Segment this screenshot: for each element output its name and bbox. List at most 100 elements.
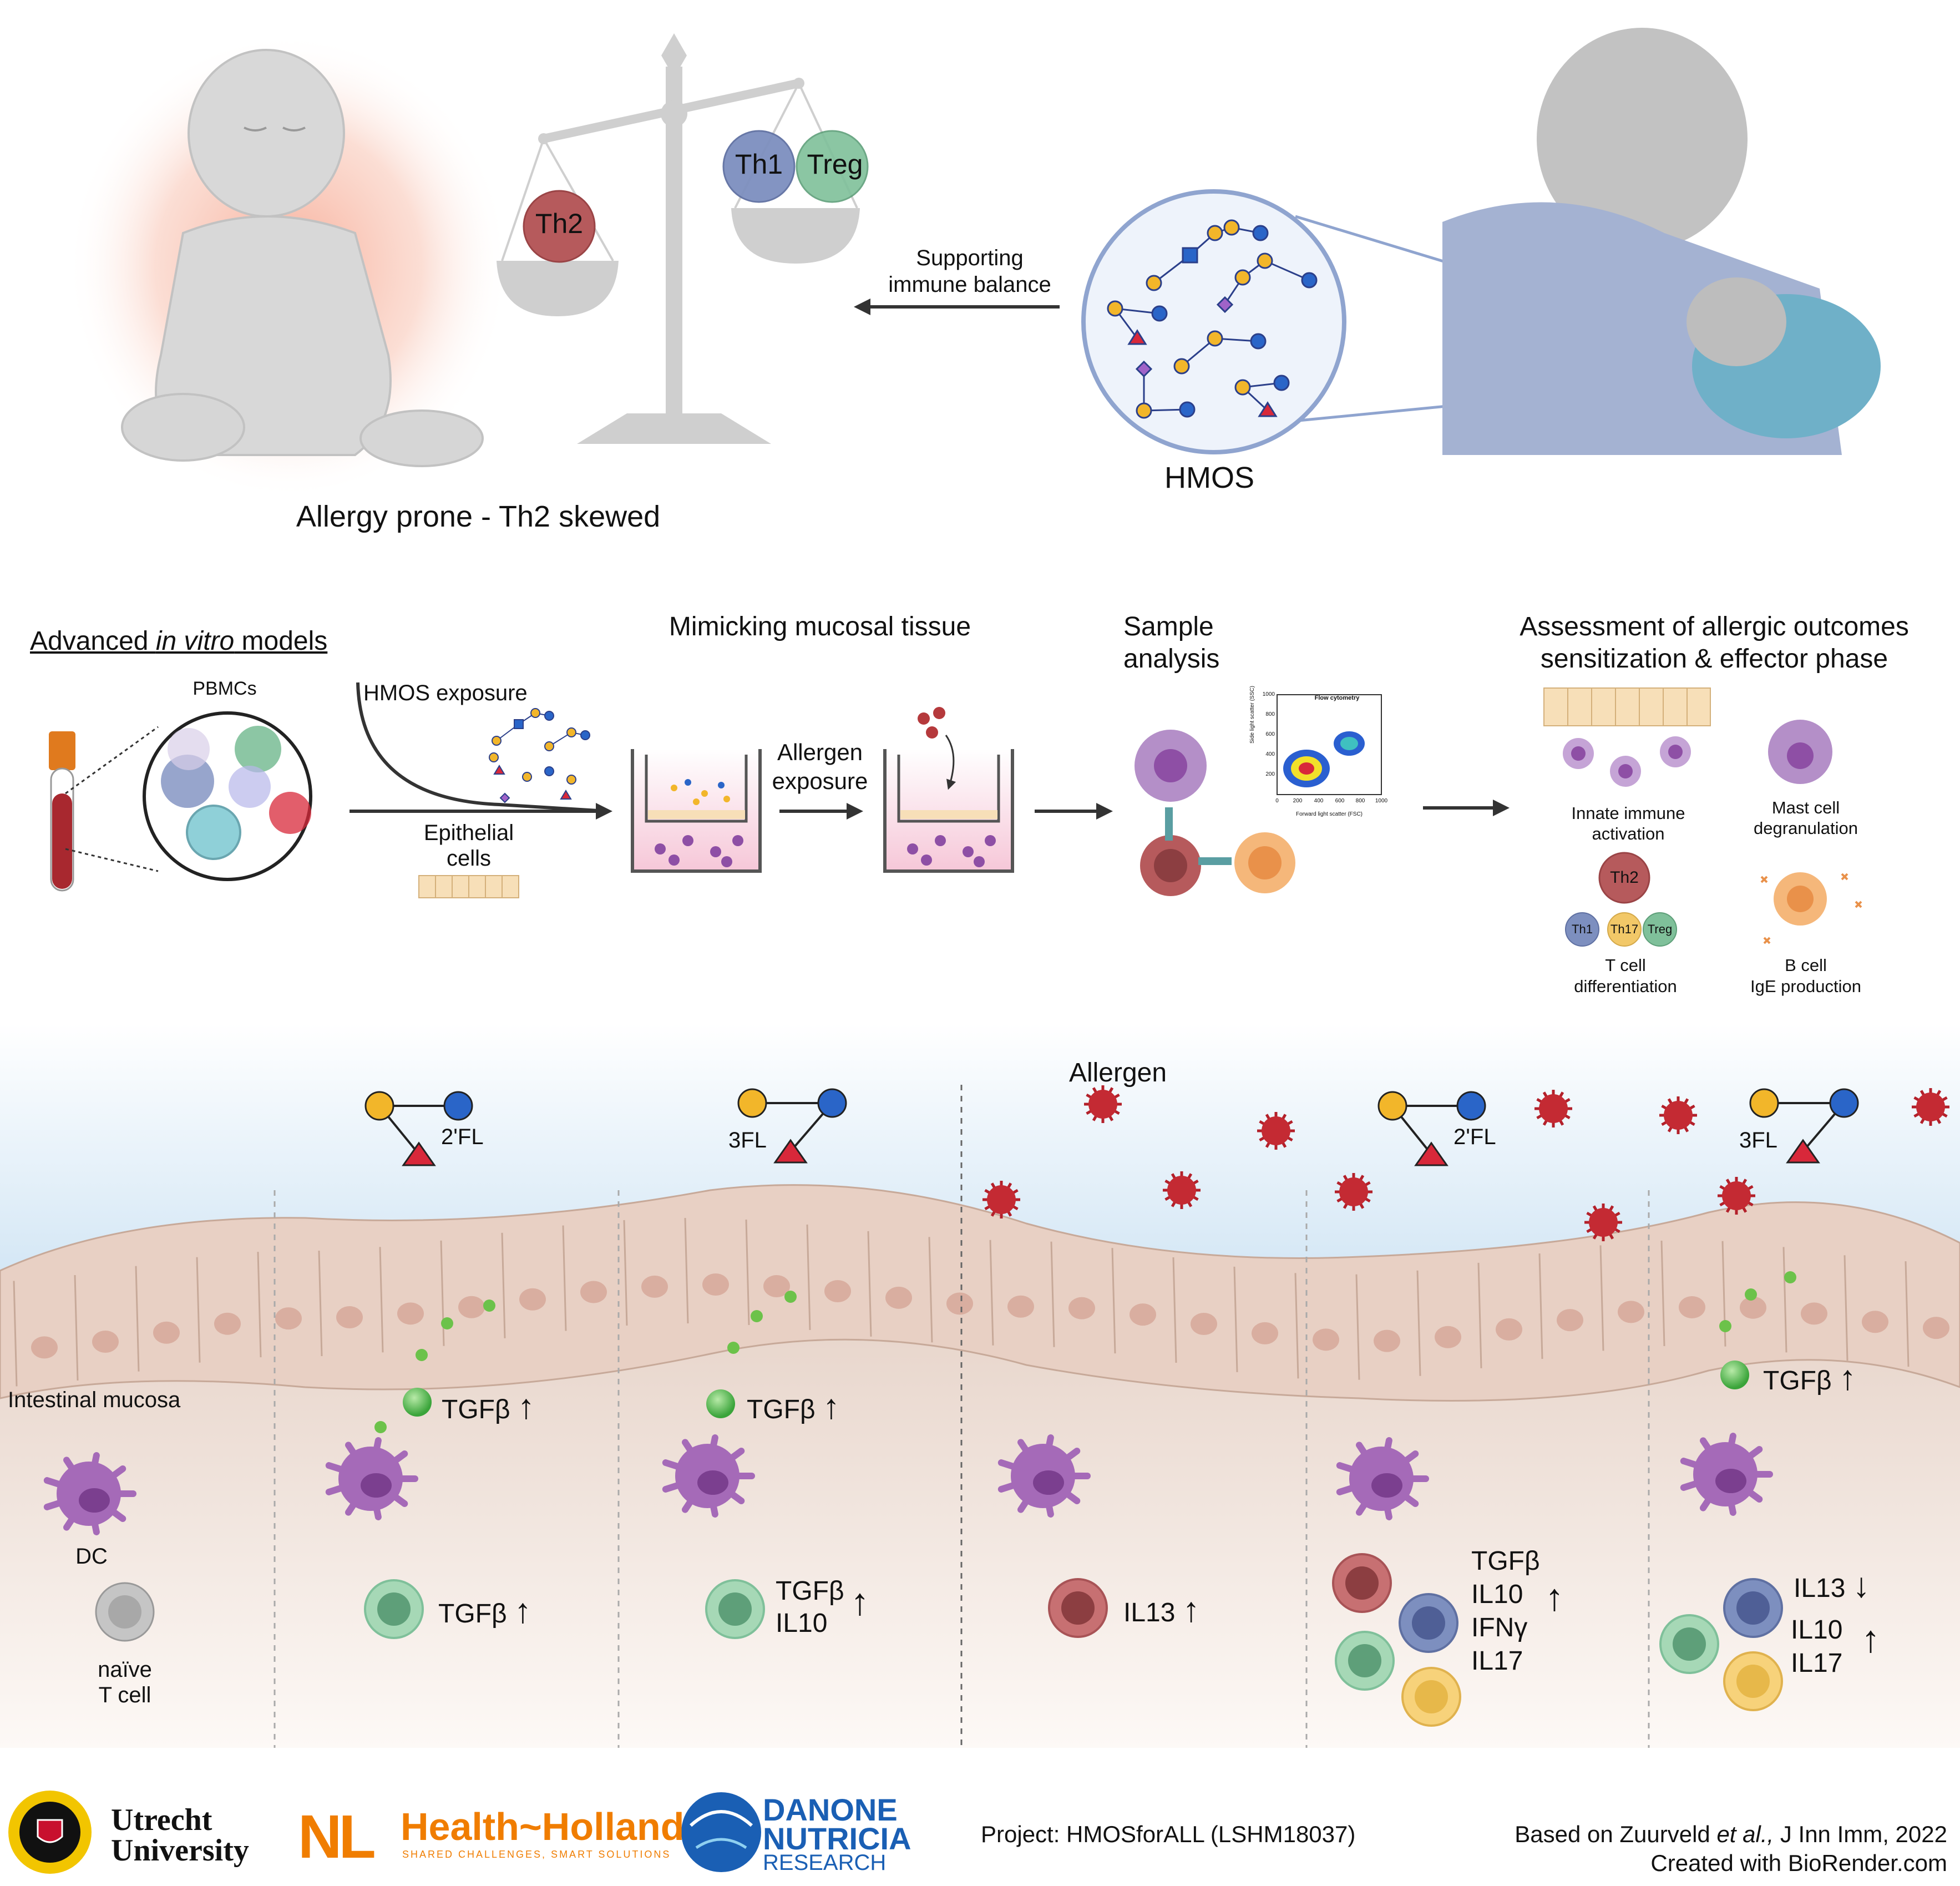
dendritic-cell xyxy=(1336,1437,1429,1520)
balance-scale xyxy=(497,33,860,444)
flow-xtick: 600 xyxy=(1335,798,1345,804)
health-holland-tagline: SHARED CHALLENGES, SMART SOLUTIONS xyxy=(402,1849,671,1860)
nucleus xyxy=(641,1275,668,1298)
cell-border xyxy=(623,1220,628,1326)
epithelial-layer xyxy=(0,1184,1960,1402)
tdiff-label-1: T cell xyxy=(1605,955,1646,975)
scale-label-treg: Treg xyxy=(807,149,863,180)
nucleus xyxy=(1740,1296,1766,1319)
scale-th1-cell xyxy=(722,130,796,203)
nucleus xyxy=(519,1288,546,1311)
cell-border xyxy=(1111,1248,1116,1354)
cell-border xyxy=(318,1250,323,1357)
tcell-cytokine-il17: IL17 xyxy=(1791,1649,1843,1678)
cell-border xyxy=(74,1275,79,1381)
allergen-particles xyxy=(982,1085,1949,1241)
cell-border xyxy=(1782,1247,1787,1353)
nucleus xyxy=(1862,1311,1888,1333)
pbmc-cell xyxy=(161,755,214,808)
mini-hmos-molecules xyxy=(489,708,590,803)
cell-border xyxy=(989,1240,994,1346)
nucleus xyxy=(397,1302,424,1325)
arrow-up-icon: ↑ xyxy=(1182,1591,1200,1629)
th1-label-small: Th1 xyxy=(1572,922,1593,936)
dendritic-cell xyxy=(997,1434,1091,1518)
hmos-molecules xyxy=(1107,219,1318,419)
allergen-particle xyxy=(1718,1177,1755,1215)
nucleus xyxy=(763,1275,790,1297)
hmo-label-2fl: 2'FL xyxy=(441,1125,484,1149)
tcell-cytokine-tgfb: TGFβ xyxy=(776,1576,844,1606)
th17-cell-small xyxy=(1607,912,1642,947)
tcell-cytokine-il13: IL13 ↓ xyxy=(1794,1566,1870,1605)
supporting-line2: immune balance xyxy=(888,272,1051,297)
flow-title: Flow cytometry xyxy=(1314,695,1360,701)
immune-synapse-illustration xyxy=(1135,730,1295,896)
cell-border xyxy=(1172,1257,1177,1363)
sample-analysis-2: analysis xyxy=(1123,644,1220,674)
tdiff-label-2: differentiation xyxy=(1574,977,1677,996)
cell-border xyxy=(684,1217,689,1324)
scale-treg-cell xyxy=(796,130,869,203)
transwell-2 xyxy=(883,707,1014,873)
mast-label-2: degranulation xyxy=(1754,818,1858,838)
dendritic-cell xyxy=(1680,1433,1773,1516)
assessment-title-1: Assessment of allergic outcomes xyxy=(1520,612,1909,641)
cell-border xyxy=(1599,1245,1604,1351)
arrow-down-icon: ↓ xyxy=(1852,1566,1870,1605)
cell-border xyxy=(440,1240,445,1346)
hmo-3fl-molecule xyxy=(737,1088,847,1164)
nucleus xyxy=(31,1336,58,1359)
nucleus xyxy=(702,1273,729,1296)
th17-label-small: Th17 xyxy=(1610,922,1639,936)
cell-border xyxy=(135,1266,140,1372)
flow-ytick: 600 xyxy=(1265,731,1275,737)
hmo-3fl-molecule xyxy=(1749,1088,1859,1164)
cytokine-tgfb: TGFβ ↑ xyxy=(747,1388,840,1426)
danone-globe-logo xyxy=(681,1792,761,1872)
cell-border xyxy=(1538,1253,1543,1359)
cytokine-tgfb: TGFβ ↑ xyxy=(1763,1359,1856,1397)
allergen-particle xyxy=(1584,1204,1622,1241)
pbmcs-label: PBMCs xyxy=(193,678,257,699)
baby-illustration xyxy=(67,33,510,499)
nucleus xyxy=(1068,1297,1095,1319)
utrecht-university-seal xyxy=(8,1791,92,1874)
bcell-label-1: B cell xyxy=(1785,955,1827,975)
nl-logo: NL xyxy=(298,1803,376,1871)
nucleus xyxy=(1801,1302,1827,1325)
epithelial-cell-borders xyxy=(13,1217,1910,1387)
baby-caption: Allergy prone - Th2 skewed xyxy=(296,500,661,533)
flow-xtick: 400 xyxy=(1314,798,1324,804)
allergen-particle xyxy=(1534,1090,1572,1127)
flow-xtick: 0 xyxy=(1275,798,1279,804)
uu-name-2: University xyxy=(111,1833,249,1868)
arrow-up-icon: ↑ xyxy=(850,1581,869,1623)
dendritic-cell xyxy=(43,1452,136,1535)
cell-border xyxy=(1660,1240,1665,1346)
transwell-1 xyxy=(631,749,762,873)
hmos-exposure-curve xyxy=(356,682,608,813)
cell-border xyxy=(13,1281,18,1387)
cell-border xyxy=(867,1231,872,1337)
cytokine-tgfb: TGFβ ↑ xyxy=(442,1388,535,1426)
flow-ytick: 400 xyxy=(1265,751,1275,757)
hmos-exposure-label: HMOS exposure xyxy=(363,681,528,705)
nucleus xyxy=(824,1280,851,1302)
cell-border xyxy=(1905,1261,1910,1367)
allergen-particle xyxy=(1084,1085,1122,1123)
tcell-cytokine-il13: IL13 ↑ xyxy=(1123,1591,1200,1629)
hmo-label-3fl: 3FL xyxy=(728,1128,767,1152)
cell-border xyxy=(196,1257,201,1363)
cell-border xyxy=(1477,1262,1482,1368)
mast-label-1: Mast cell xyxy=(1771,798,1840,817)
scale-th2-cell xyxy=(523,190,596,263)
assessment-epithelium xyxy=(1543,687,1711,726)
innate-label-1: Innate immune xyxy=(1571,803,1685,823)
cell-border xyxy=(1294,1273,1299,1379)
th2-cell-small xyxy=(1598,852,1650,904)
tcell-cytokine-il10: IL10 xyxy=(1791,1615,1843,1645)
hmo-label-2fl: 2'FL xyxy=(1453,1125,1496,1149)
allergen-exposure-2: exposure xyxy=(772,768,868,794)
